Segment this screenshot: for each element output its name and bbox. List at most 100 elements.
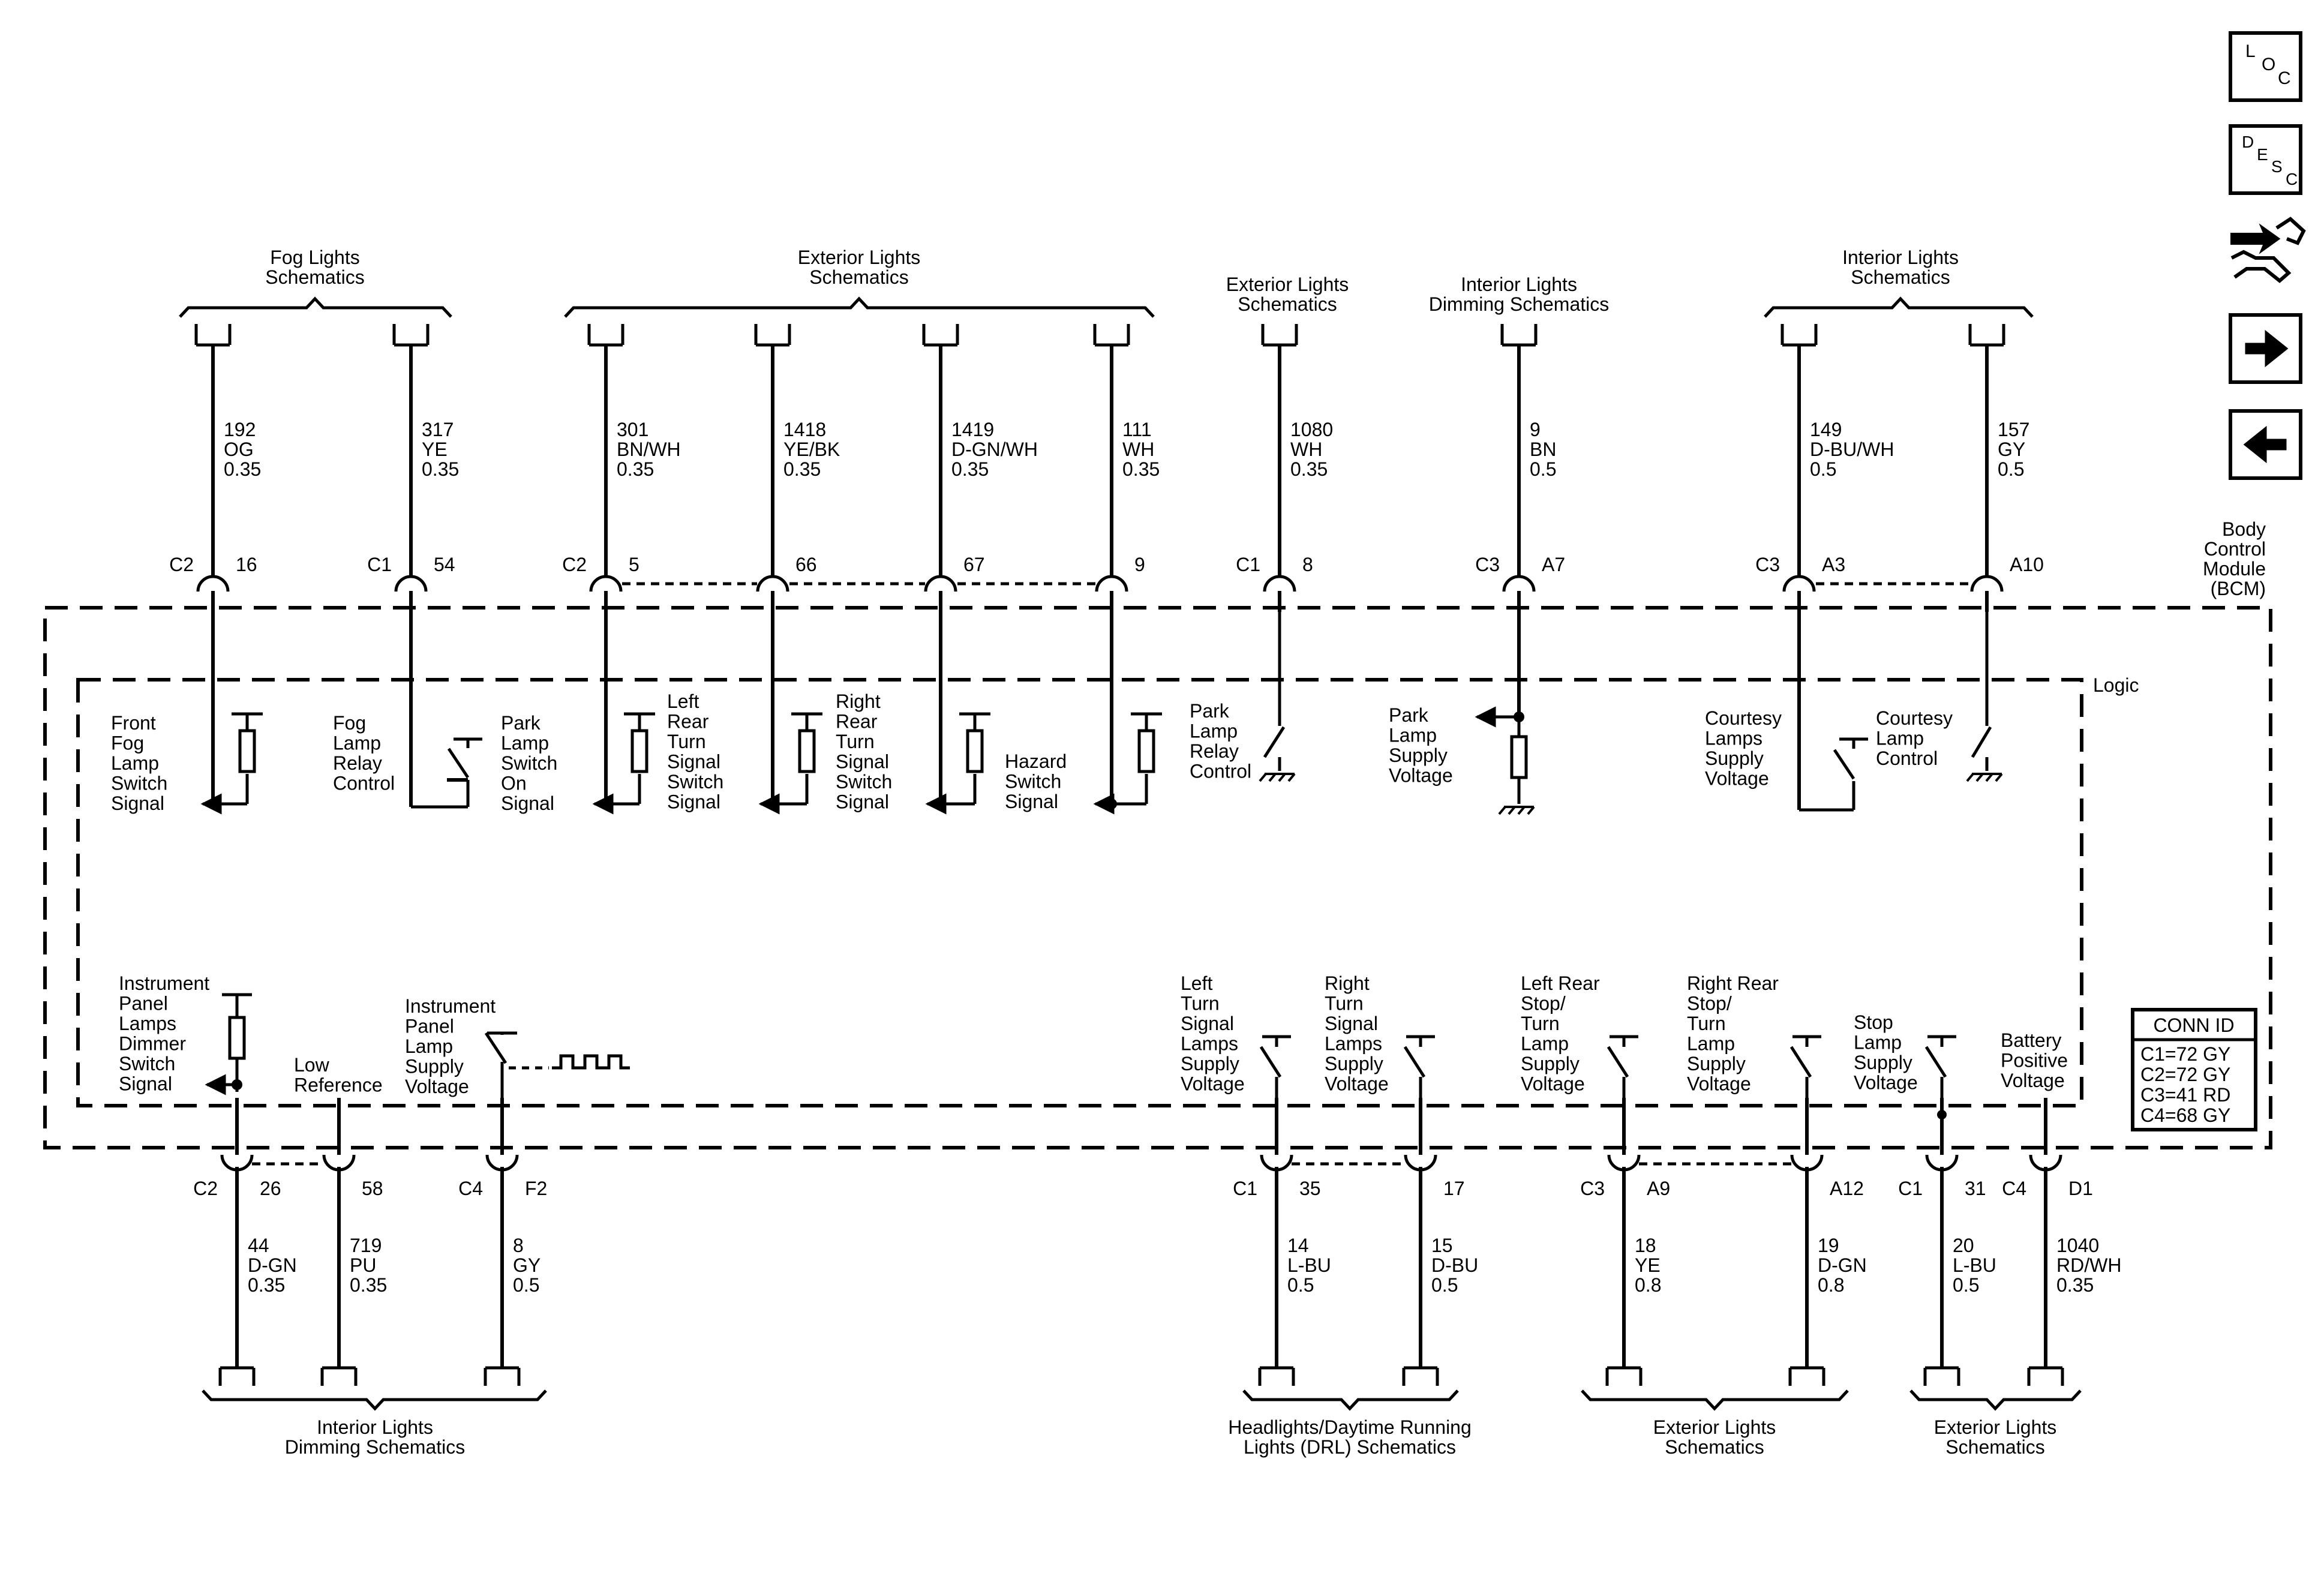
wire-gauge: 0.5 bbox=[1530, 458, 1556, 480]
connector-label: C2 bbox=[193, 1178, 218, 1199]
connector-view-icon bbox=[2230, 217, 2306, 283]
module-name-label: Module bbox=[2203, 558, 2266, 580]
wire-circuit-number: 317 bbox=[422, 419, 454, 440]
wire-gauge: 0.5 bbox=[1810, 458, 1836, 480]
connector-label: C1 bbox=[367, 554, 392, 575]
circuit-function-label: Instrument bbox=[119, 972, 209, 994]
wire-gauge: 0.5 bbox=[1431, 1274, 1458, 1296]
connector-label: C1 bbox=[1236, 554, 1260, 575]
wire-terminal bbox=[392, 324, 430, 347]
circuit-function-label: Panel bbox=[119, 993, 168, 1014]
junction-dot bbox=[232, 1079, 242, 1090]
circuit-function-label: Voltage bbox=[1687, 1073, 1751, 1095]
circuit-function-label: Relay bbox=[1190, 740, 1239, 762]
wire-circuit-number: 1040 bbox=[2056, 1235, 2099, 1256]
conn-id-row: C3=41 RD bbox=[2140, 1084, 2230, 1106]
connector-pin-arc bbox=[1925, 1154, 1959, 1172]
connector-label: C3 bbox=[1580, 1178, 1605, 1199]
pin-label: 8 bbox=[1302, 554, 1313, 575]
top-group-label: Schematics bbox=[265, 266, 364, 288]
wire-circuit-number: 44 bbox=[248, 1235, 269, 1256]
loc-button[interactable]: LOC bbox=[2229, 31, 2302, 102]
wire-circuit-number: 14 bbox=[1287, 1235, 1309, 1256]
connector-pin-arc bbox=[924, 575, 957, 592]
ground-symbol bbox=[1966, 773, 2003, 782]
pin-label: A9 bbox=[1647, 1178, 1670, 1199]
circuit-function-label: Lamps bbox=[1325, 1033, 1382, 1055]
circuit-function-label: Signal bbox=[1005, 791, 1058, 812]
circuit-function-label: Signal bbox=[1325, 1013, 1378, 1034]
wire-terminal bbox=[1258, 1366, 1295, 1386]
wire-color: WH bbox=[1122, 439, 1154, 460]
circuit-function-label: Turn bbox=[1181, 993, 1220, 1014]
connector-label: C4 bbox=[2002, 1178, 2026, 1199]
wire-terminal bbox=[1093, 324, 1130, 347]
schematic-brace bbox=[1581, 1389, 1849, 1411]
schematic-brace bbox=[1764, 296, 2034, 318]
connector-view-button[interactable] bbox=[2230, 217, 2306, 283]
connector-pin-arc bbox=[196, 575, 230, 592]
conn-id-row: C4=68 GY bbox=[2140, 1104, 2230, 1126]
circuit-function-label: Fog bbox=[111, 733, 144, 754]
pin-label: D1 bbox=[2068, 1178, 2093, 1199]
wire-circuit-number: 149 bbox=[1810, 419, 1842, 440]
resistor bbox=[1510, 735, 1528, 779]
circuit-function-label: Stop/ bbox=[1521, 993, 1566, 1014]
circuit-function-label: Supply bbox=[405, 1056, 464, 1077]
circuit-function-label: Supply bbox=[1521, 1053, 1580, 1074]
top-group-label: Dimming Schematics bbox=[1429, 293, 1610, 315]
circuit-function-label: Control bbox=[333, 773, 395, 794]
wire-color: D-BU/WH bbox=[1810, 439, 1894, 460]
wire-color: L-BU bbox=[1953, 1254, 1996, 1276]
desc-letter: C bbox=[2286, 170, 2298, 188]
wire-circuit-number: 157 bbox=[1998, 419, 2029, 440]
circuit-function-label: Front bbox=[111, 712, 156, 734]
circuit-function-label: Lamp bbox=[1521, 1033, 1569, 1055]
wire-color: L-BU bbox=[1287, 1254, 1331, 1276]
pin-label: A12 bbox=[1830, 1178, 1864, 1199]
arrow-right-shape bbox=[2245, 329, 2289, 368]
connector-pin-arc bbox=[1404, 1154, 1437, 1172]
circuit-function-label: Voltage bbox=[1325, 1073, 1389, 1095]
resistor bbox=[630, 729, 648, 773]
schematic-brace bbox=[1909, 1389, 2082, 1411]
conn-id-row: C1=72 GY bbox=[2140, 1043, 2230, 1065]
loc-button-frame bbox=[2229, 31, 2302, 102]
connector-label: C2 bbox=[169, 554, 194, 575]
circuit-function-label: Voltage bbox=[1181, 1073, 1245, 1095]
loc-letter: O bbox=[2262, 55, 2275, 74]
circuit-function-label: Voltage bbox=[1705, 768, 1769, 789]
resistor bbox=[798, 729, 816, 773]
module-name-label: (BCM) bbox=[2211, 578, 2266, 599]
circuit-function-label: Rear bbox=[836, 711, 878, 733]
wire-gauge: 0.35 bbox=[1290, 458, 1328, 480]
switch-blade bbox=[1833, 749, 1855, 780]
circuit-function-label: Battery bbox=[2001, 1029, 2061, 1051]
circuit-function-label: Turn bbox=[836, 731, 875, 752]
wire-color: BN/WH bbox=[617, 439, 681, 460]
circuit-function-label: Lamp bbox=[333, 733, 381, 754]
bottom-group-label: Headlights/Daytime Running bbox=[1228, 1416, 1472, 1438]
connector-pin-arc bbox=[1782, 575, 1816, 592]
circuit-function-label: Switch bbox=[111, 773, 167, 794]
schematic-brace bbox=[1242, 1389, 1459, 1411]
connector-pin-arc bbox=[1970, 575, 2004, 592]
next-button[interactable] bbox=[2229, 313, 2302, 384]
connector-label: C1 bbox=[1898, 1178, 1923, 1199]
prev-button[interactable] bbox=[2229, 409, 2302, 480]
wire-gauge: 0.35 bbox=[248, 1274, 285, 1296]
circuit-function-label: Courtesy bbox=[1705, 707, 1782, 729]
wire-terminal bbox=[922, 324, 959, 347]
circuit-function-label: Supply bbox=[1854, 1052, 1912, 1073]
wire-color: GY bbox=[1998, 439, 2025, 460]
wire-terminal bbox=[1402, 1366, 1439, 1386]
circuit-function-label: Control bbox=[1190, 761, 1251, 782]
circuit-function-label: Signal bbox=[501, 792, 554, 814]
pin-label: 31 bbox=[1965, 1178, 1986, 1199]
circuit-function-label: Supply bbox=[1705, 748, 1764, 769]
resistor bbox=[1137, 729, 1155, 773]
wire-terminal bbox=[1923, 1366, 1960, 1386]
wire-color: GY bbox=[513, 1254, 541, 1276]
top-group-label: Fog Lights bbox=[270, 247, 359, 268]
